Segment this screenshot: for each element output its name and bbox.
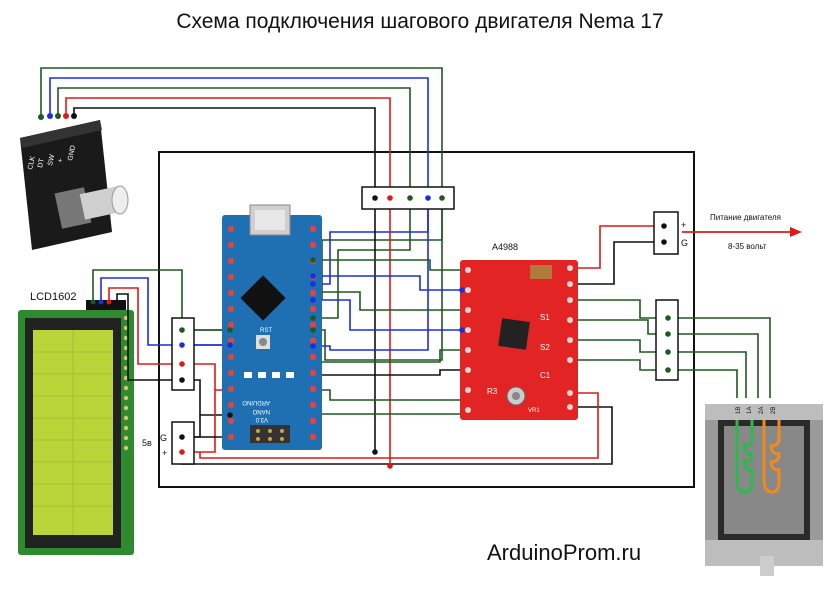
power-range: 8-35 вольт [728,242,767,251]
encoder-pin-dt: DT [37,157,46,168]
arduino-nano: ARDUINO NANO V3.0 RST [222,204,322,450]
motor-pin-2a: 2A [759,407,765,414]
five-volt-connector [171,421,195,465]
lcd-pin-dot [114,299,120,305]
power-arrow [682,227,802,237]
driver-silk-s1: S1 [540,313,550,322]
lcd-pin-dot [90,299,96,305]
lcd-connector [171,317,195,391]
lcd-module: LCD1602 [18,291,134,555]
rotary-encoder: CLK DT SW + GND [20,113,129,250]
driver-silk-c1: C1 [540,371,551,380]
motor-coil-b [762,420,781,494]
motor-coil-a [735,420,754,494]
driver-chip [498,318,530,350]
lcd-pin-dot [106,299,112,305]
motor-connector [655,299,679,381]
wires [40,67,771,466]
lcd-pin-dot [98,299,104,305]
a4988-driver: S1 S2 R3 C1 VR1 [460,260,578,420]
power-ground-label: G [681,238,688,248]
nano-text-arduino: ARDUINO [242,399,270,405]
five-volt-plus-label: + [162,448,167,458]
nano-text-nano: NANO [252,408,270,414]
power-label: Питание двигателя [710,213,781,222]
power-plus-label: + [681,220,686,230]
encoder-connector [361,186,455,210]
encoder-pin-plus: + [57,158,65,163]
enclosure-frame [158,151,695,488]
power-connector [653,211,679,255]
stepper-motor: 1B 1A 2A 2B [705,404,823,576]
motor-pin-2b: 2B [771,407,777,414]
encoder-pin-clk: CLK [27,155,37,170]
driver-silk-r3: R3 [487,387,498,396]
driver-label: A4988 [492,242,518,252]
driver-silk-s2: S2 [540,343,550,352]
encoder-pin-sw: SW [47,154,56,167]
driver-silk-vr1: VR1 [528,408,540,414]
motor-pin-1b: 1B [736,407,742,414]
nano-board [222,215,322,450]
diagram-title: Схема подключения шагового двигателя Nem… [176,10,664,33]
lcd-label: LCD1602 [30,291,76,303]
encoder-pin-gnd: GND [67,145,77,162]
five-volt-ground-label: G [160,433,167,443]
site-credit: ArduinoProm.ru [487,540,642,565]
junction-dots [227,257,465,469]
motor-pin-1a: 1A [747,407,753,414]
nano-text-version: V3.0 [255,416,268,422]
five-volt-label: 5в [142,438,152,448]
nano-text-rst: RST [260,328,272,334]
